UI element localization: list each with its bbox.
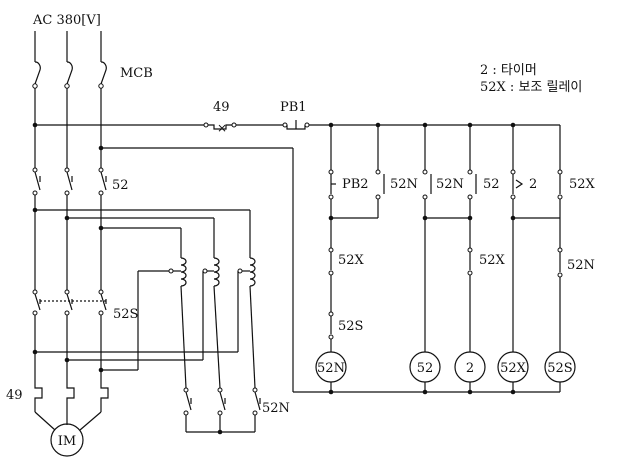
svg-text:×: × — [217, 121, 227, 135]
c52x-left-label: 52X — [338, 253, 365, 268]
mcb-label: MCB — [120, 66, 153, 81]
star-52n-label: 52N — [262, 401, 290, 416]
relay-49-label: 49 — [213, 100, 230, 115]
pushbutton-pb2 — [328, 169, 336, 200]
induction-motor: IM — [50, 423, 84, 457]
legend-line-2: 52X : 보조 릴레이 — [480, 80, 582, 95]
c52n-right-label: 52N — [567, 258, 595, 273]
c52n-b-label: 52N — [436, 177, 464, 192]
overload-contact-49: × — [203, 121, 237, 135]
contact-52n-hold — [375, 169, 385, 200]
contact-52x-top — [557, 169, 563, 200]
pb2-label: PB2 — [342, 177, 369, 192]
autotransformer — [168, 257, 256, 287]
mcb-breaker — [32, 61, 107, 89]
legend: 2 : 타이머 52X : 보조 릴레이 — [480, 63, 582, 95]
overload-49-label: 49 — [6, 388, 23, 403]
main-contactor-52 — [32, 167, 107, 196]
pb1-label: PB1 — [280, 100, 307, 115]
c52x-top-label: 52X — [569, 177, 596, 192]
timer-contact-label: 2 — [529, 177, 537, 192]
coil-52: 52 — [409, 351, 441, 383]
legend-line-1: 2 : 타이머 — [480, 63, 537, 78]
phase-lines — [34, 31, 102, 62]
svg-text:2: 2 — [466, 361, 474, 376]
contact-52x-left — [328, 247, 334, 276]
main-contactor-52s — [32, 289, 107, 316]
contact-52s-ctrl — [328, 311, 334, 340]
c52n-a-label: 52N — [390, 177, 418, 192]
contact-52 — [467, 169, 477, 200]
star-contactor-52n — [183, 387, 261, 435]
coil-2-timer: 2 — [454, 351, 486, 383]
contact-52n-b — [422, 169, 432, 200]
svg-text:52S: 52S — [547, 361, 572, 376]
c52-label: 52 — [483, 177, 500, 192]
main-52s-label: 52S — [113, 307, 138, 322]
coil-52s: 52S — [544, 351, 576, 383]
svg-text:52: 52 — [417, 361, 434, 376]
main-52-label: 52 — [112, 178, 129, 193]
pushbutton-pb1 — [282, 120, 310, 130]
svg-text:52X: 52X — [500, 361, 527, 376]
contact-52x-mid — [467, 247, 473, 276]
c52x-mid-label: 52X — [479, 253, 506, 268]
thermal-overload-49 — [34, 382, 109, 412]
svg-text:52N: 52N — [317, 361, 345, 376]
coil-52x: 52X — [497, 351, 529, 383]
coil-52n: 52N — [315, 351, 347, 383]
timer-contact-2 — [510, 169, 524, 200]
c52s-ctrl-label: 52S — [338, 319, 363, 334]
contact-52n-right — [557, 247, 563, 278]
svg-text:IM: IM — [58, 434, 76, 449]
supply-label: AC 380[V] — [32, 13, 101, 28]
